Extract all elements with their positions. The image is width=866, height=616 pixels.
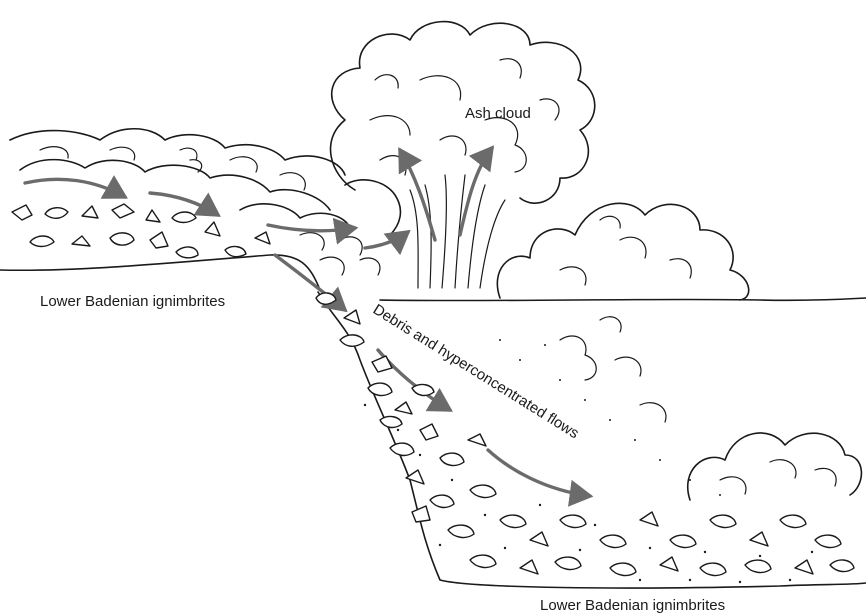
upper-ignimbrites-label: Lower Badenian ignimbrites <box>40 293 225 310</box>
lower-right-cloud <box>560 317 861 500</box>
left-surge-cloud <box>10 129 400 275</box>
debris-flow-arrows <box>275 255 590 496</box>
valley-rocks <box>316 293 854 576</box>
flows-label: Debris and hyperconcentrated flows <box>370 301 582 442</box>
upper-plateau-rocks <box>12 204 270 258</box>
valley-stipple <box>364 339 813 583</box>
ash-cloud-label: Ash cloud <box>465 105 531 122</box>
lower-ignimbrites-label: Lower Badenian ignimbrites <box>540 597 725 614</box>
valley-slope <box>318 292 866 588</box>
right-cloud <box>497 203 748 300</box>
